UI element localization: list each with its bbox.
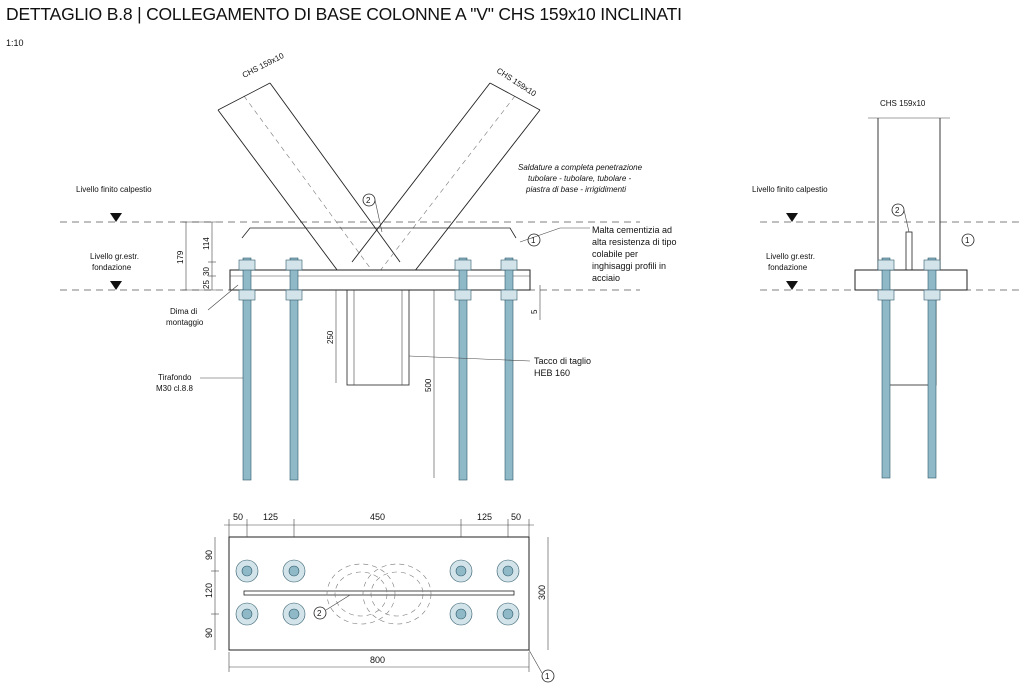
dim-114: 114 bbox=[202, 237, 211, 250]
drawing-title: DETTAGLIO B.8 | COLLEGAMENTO DI BASE COL… bbox=[6, 4, 682, 24]
drawing-scale: 1:10 bbox=[6, 38, 24, 48]
dim-30: 30 bbox=[202, 267, 211, 276]
plan-view: 50 125 450 125 50 90 120 90 300 800 2 1 bbox=[204, 512, 555, 683]
template-label-1: Dima di bbox=[170, 307, 197, 316]
dim-top-125a: 125 bbox=[263, 512, 278, 522]
dim-top-450: 450 bbox=[370, 512, 385, 522]
shear-key-label-2: HEB 160 bbox=[534, 368, 570, 378]
right-level-foundation-2: fondazione bbox=[768, 263, 808, 272]
marker-1-left bbox=[527, 233, 541, 247]
dim-left-90a: 90 bbox=[204, 550, 214, 560]
left-elevation: CHS 159x10 CHS 159x10 Livell bbox=[60, 51, 677, 481]
svg-text:1: 1 bbox=[965, 236, 970, 245]
right-elevation: CHS 159x10 Livello finito calpestio Live… bbox=[752, 99, 1020, 479]
dim-500: 500 bbox=[424, 378, 433, 392]
right-inclined-tube bbox=[351, 82, 541, 291]
plan-base-plate bbox=[228, 536, 530, 651]
svg-text:1: 1 bbox=[531, 236, 536, 245]
svg-text:1: 1 bbox=[545, 672, 550, 681]
weld-note-3: piastra di base - irrigidimenti bbox=[525, 185, 626, 194]
right-level-foundation-1: Livello gr.estr. bbox=[766, 252, 815, 261]
right-tube-label: CHS 159x10 bbox=[880, 99, 926, 108]
level-foundation-label-1: Livello gr.estr. bbox=[90, 252, 139, 261]
right-base-plate bbox=[854, 269, 968, 291]
finished-level-marker bbox=[110, 213, 122, 222]
dim-bottom-800: 800 bbox=[370, 655, 385, 665]
dim-top-50b: 50 bbox=[511, 512, 521, 522]
anchor-label-1: Tirafondo bbox=[158, 373, 192, 382]
anchor-bolts bbox=[238, 257, 518, 481]
level-foundation-label-2: fondazione bbox=[92, 263, 132, 272]
mortar-note-1: Malta cementizia ad bbox=[592, 225, 672, 235]
weld-note-2: tubolare - tubolare, tubolare - bbox=[528, 174, 632, 183]
shear-key-label-1: Tacco di taglio bbox=[534, 356, 591, 366]
base-plate bbox=[229, 269, 531, 291]
grout-outline bbox=[241, 227, 517, 239]
mortar-note-5: acciaio bbox=[592, 273, 620, 283]
anchor-label-2: M30 cl.8.8 bbox=[156, 384, 193, 393]
tube-label-right: CHS 159x10 bbox=[495, 66, 538, 99]
mortar-note-4: inghisaggi profili in bbox=[592, 261, 666, 271]
dim-250: 250 bbox=[326, 330, 335, 344]
mortar-note-2: alta resistenza di tipo bbox=[592, 237, 677, 247]
dim-top-50a: 50 bbox=[233, 512, 243, 522]
dim-179: 179 bbox=[176, 250, 185, 264]
dim-left-90b: 90 bbox=[204, 628, 214, 638]
shear-key bbox=[346, 289, 410, 386]
dim-left-120: 120 bbox=[204, 583, 214, 598]
foundation-level-marker bbox=[110, 281, 122, 290]
right-level-finished-label: Livello finito calpestio bbox=[752, 185, 828, 194]
mortar-note-3: colabile per bbox=[592, 249, 638, 259]
dim-right-300: 300 bbox=[537, 585, 547, 600]
svg-text:2: 2 bbox=[895, 206, 900, 215]
level-finished-label: Livello finito calpestio bbox=[76, 185, 152, 194]
weld-note-1: Saldature a completa penetrazione bbox=[518, 163, 643, 172]
template-label-2: montaggio bbox=[166, 318, 204, 327]
svg-text:2: 2 bbox=[317, 609, 322, 618]
tube-label-left: CHS 159x10 bbox=[241, 51, 286, 80]
dim-25: 25 bbox=[202, 280, 211, 289]
dim-top-125b: 125 bbox=[477, 512, 492, 522]
left-inclined-tube bbox=[217, 82, 401, 291]
dim-5: 5 bbox=[530, 309, 539, 314]
plan-bolts bbox=[235, 559, 520, 626]
svg-text:2: 2 bbox=[366, 196, 371, 205]
